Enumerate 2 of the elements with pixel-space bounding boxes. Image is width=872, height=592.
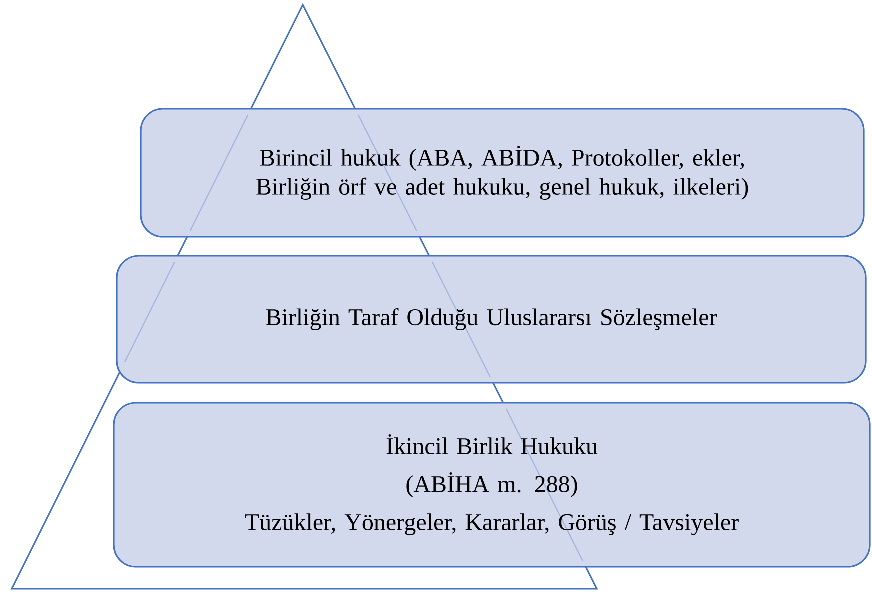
text-box: Birincil hukuk (ABA, ABİDA, Protokoller, ekler, Birliğin örf ve adet hukuku, genel hukuk, ilkeleri) xyxy=(140,108,865,238)
text-box: Birliğin Taraf Olduğu Uluslararsı Sözleşmeler xyxy=(116,255,867,384)
